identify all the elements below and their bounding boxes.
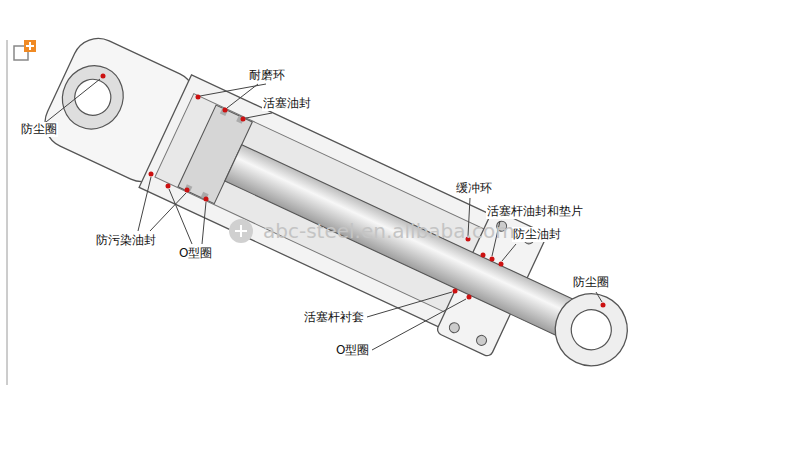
part-label: 防尘油封	[512, 227, 562, 242]
part-label: 缓冲环	[455, 181, 493, 196]
watermark-icon	[229, 219, 253, 243]
part-label: 耐磨环	[248, 68, 286, 83]
corner-icon	[14, 40, 36, 60]
frame-line	[7, 40, 8, 385]
part-label: O型圈	[178, 246, 213, 261]
part-label: 活塞杆油封和垫片	[486, 204, 584, 219]
seal-dots	[101, 74, 606, 308]
part-label: 防尘圈	[572, 275, 610, 290]
part-label: 活塞油封	[262, 96, 312, 111]
part-label: 防尘圈	[20, 122, 58, 137]
part-label: 活塞杆衬套	[303, 310, 365, 325]
watermark: abc-steel.en.alibaba.com	[262, 219, 516, 243]
part-label: 防污染油封	[95, 233, 157, 248]
part-label: O型圈	[335, 343, 370, 358]
leader-lines	[46, 79, 602, 350]
hydraulic-cylinder	[32, 21, 652, 407]
